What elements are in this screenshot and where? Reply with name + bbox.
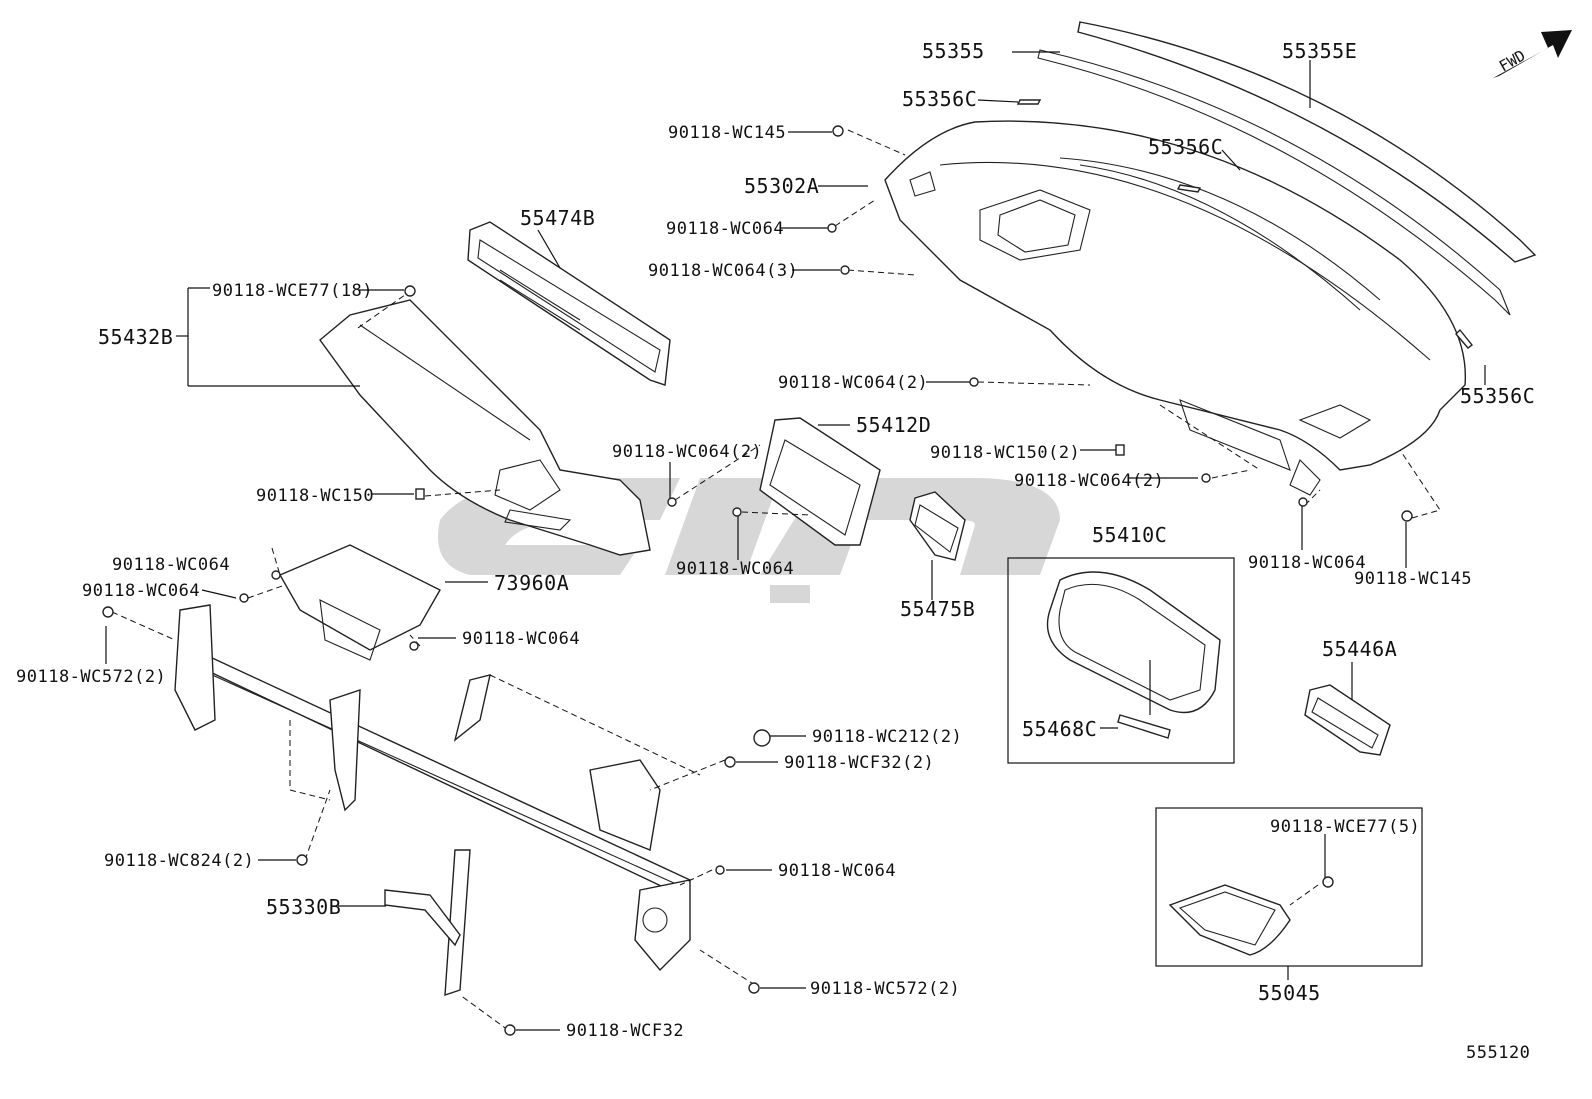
box-55410c: [1007, 557, 1235, 764]
finish-panel-55045: [1168, 884, 1291, 956]
label-90118-wc064-2-b: 90118-WC064(2): [612, 442, 762, 462]
label-55356c-mid: 55356C: [1148, 135, 1223, 159]
label-90118-wc064-d: 90118-WC064: [82, 581, 200, 601]
assembly-dashed-lines: [111, 129, 1441, 1031]
label-55468c: 55468C: [1022, 717, 1097, 741]
label-55045: 55045: [1258, 981, 1321, 1005]
clip-icon: [415, 488, 425, 500]
label-90118-wc150: 90118-WC150: [256, 486, 374, 506]
label-90118-wc150-2: 90118-WC150(2): [930, 443, 1080, 463]
clip-icon: [1115, 444, 1125, 456]
label-55475b: 55475B: [900, 597, 975, 621]
label-55302a: 55302A: [744, 174, 819, 198]
bolt-icon: [296, 854, 308, 866]
label-55432b: 55432B: [98, 325, 173, 349]
label-90118-wc145-top: 90118-WC145: [668, 123, 786, 143]
label-90118-wc212-2: 90118-WC212(2): [812, 727, 962, 747]
label-90118-wc064-3: 90118-WC064(3): [648, 261, 798, 281]
glove-box-73960a: [279, 544, 441, 661]
label-90118-wc064-f: 90118-WC064: [778, 861, 896, 881]
label-90118-wce77-5: 90118-WCE77(5): [1270, 817, 1420, 837]
instrument-panel-upper: [884, 120, 1467, 496]
label-55356c-top: 55356C: [902, 87, 977, 111]
label-55355e: 55355E: [1282, 39, 1357, 63]
label-90118-wc064-right: 90118-WC064: [1248, 553, 1366, 573]
label-90118-wc064-2-a: 90118-WC064(2): [778, 373, 928, 393]
label-90118-wc824-2: 90118-WC824(2): [104, 851, 254, 871]
label-55330b: 55330B: [266, 895, 341, 919]
switch-base-55446a: [1304, 684, 1391, 756]
label-90118-wc145-right: 90118-WC145: [1354, 569, 1472, 589]
bolt-icon: [969, 377, 979, 387]
bolt-icon: [667, 497, 677, 507]
label-55412d: 55412D: [856, 413, 931, 437]
clip-icon: [1322, 876, 1334, 888]
label-55410c: 55410C: [1092, 523, 1167, 547]
bracket-55475b: [909, 491, 966, 561]
cluster-finish-55412d: [759, 417, 881, 546]
label-90118-wc064-e: 90118-WC064: [462, 629, 580, 649]
pad-55355e: [1037, 21, 1537, 316]
clip-55356c-mid: [1176, 184, 1202, 193]
lower-panel-55432b: [319, 299, 651, 556]
label-55356c-right: 55356C: [1460, 384, 1535, 408]
register-panel-55474b: [467, 221, 671, 386]
label-90118-wc572-2-right: 90118-WC572(2): [810, 979, 960, 999]
reinforcement-beam-55330b: [174, 604, 692, 996]
fasteners: [102, 125, 1413, 1036]
label-90118-wcf32: 90118-WCF32: [566, 1021, 684, 1041]
label-55355: 55355: [922, 39, 985, 63]
label-90118-wc064-a: 90118-WC064: [666, 219, 784, 239]
label-55446a: 55446A: [1322, 637, 1397, 661]
bolt-icon: [840, 265, 850, 275]
clip-55356c-right: [1455, 328, 1473, 349]
bolt-icon: [239, 593, 249, 603]
meter-hood-55410c: [1046, 571, 1221, 739]
clip-55356c-top: [1016, 99, 1042, 105]
label-90118-wc572-2-left: 90118-WC572(2): [16, 667, 166, 687]
label-90118-wc064-c: 90118-WC064: [112, 555, 230, 575]
fwd-label: FWD: [1496, 46, 1528, 75]
diagram-id: 555120: [1466, 1043, 1530, 1063]
clip-icon: [404, 285, 416, 297]
labels: 55355 55355E 55356C 55356C 55356C 55302A…: [16, 39, 1535, 1063]
box-55045: [1155, 807, 1423, 967]
bolt-icon: [1201, 473, 1211, 483]
bolt-icon: [1401, 510, 1413, 522]
label-90118-wce77-18: 90118-WCE77(18): [212, 281, 373, 301]
label-90118-wc064-b: 90118-WC064: [676, 559, 794, 579]
bolt-icon: [827, 223, 837, 233]
label-55474b: 55474B: [520, 206, 595, 230]
bolt-icon: [748, 982, 760, 994]
bolt-icon: [1298, 497, 1308, 507]
bolt-icon: [409, 641, 419, 651]
grommet-icon: [753, 729, 771, 747]
nut-icon: [724, 756, 736, 768]
bolt-icon: [271, 570, 281, 580]
label-90118-wc064-2-c: 90118-WC064(2): [1014, 471, 1164, 491]
nut-icon: [504, 1024, 516, 1036]
bolt-icon: [715, 865, 725, 875]
bolt-icon: [832, 125, 844, 137]
leader-lines: [105, 51, 1486, 1031]
bolt-icon: [102, 606, 114, 618]
bolt-icon: [732, 507, 742, 517]
label-90118-wcf32-2: 90118-WCF32(2): [784, 753, 934, 773]
label-73960a: 73960A: [494, 571, 569, 595]
fwd-arrow-icon: FWD: [1493, 30, 1572, 78]
